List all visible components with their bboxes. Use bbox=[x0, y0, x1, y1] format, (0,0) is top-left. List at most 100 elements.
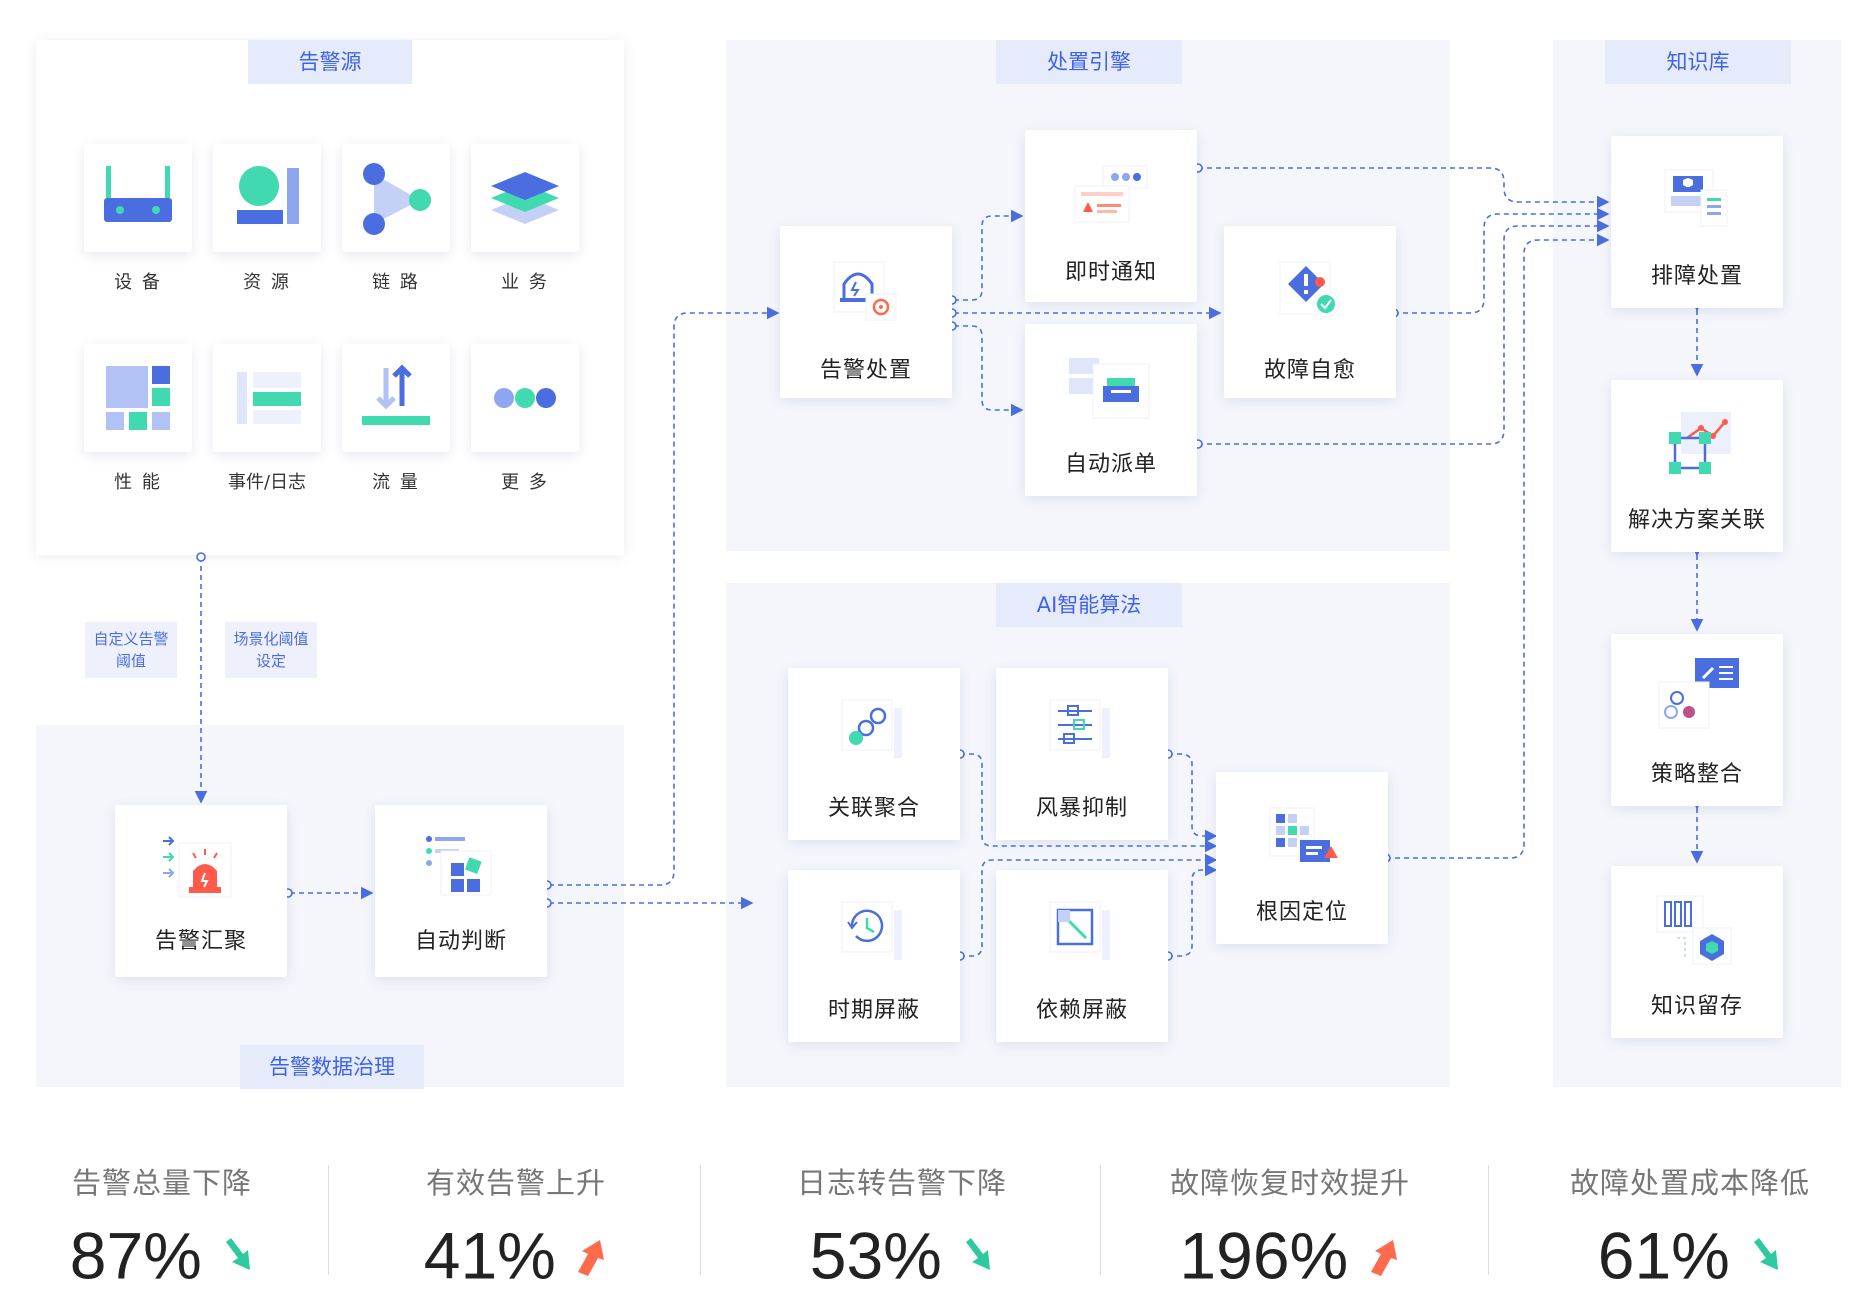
trend-up-icon bbox=[578, 1239, 605, 1276]
wire-correlate-to-rootcause bbox=[960, 753, 1218, 853]
source-device[interactable] bbox=[84, 144, 192, 252]
node-label: 自动派单 bbox=[1064, 452, 1157, 477]
stat-title: 故障处置成本降低 bbox=[1569, 1166, 1810, 1200]
wire-judge-to-handle bbox=[549, 306, 780, 886]
stat-effective-alarm: 有效告警上升 41% bbox=[366, 1160, 666, 1294]
stat-total-alarm: 告警总量下降 87% bbox=[12, 1160, 312, 1294]
divider bbox=[1100, 1165, 1101, 1275]
troubleshoot-icon bbox=[1664, 169, 1728, 227]
traffic-icon bbox=[362, 364, 430, 425]
stat-recovery: 故障恢复时效提升 196% bbox=[1140, 1160, 1440, 1294]
node-storm-suppress[interactable]: 风暴抑制 bbox=[996, 668, 1168, 840]
node-label: 解决方案关联 bbox=[1627, 508, 1766, 533]
wire-dispatch-to-kb bbox=[1198, 219, 1610, 445]
source-label: 性 能 bbox=[114, 472, 162, 493]
source-label: 资 源 bbox=[243, 272, 291, 293]
strategy-merge-icon bbox=[1658, 658, 1739, 729]
period-mask-icon bbox=[841, 901, 902, 960]
wire-notify-to-kb bbox=[1198, 167, 1610, 209]
stat-title: 故障恢复时效提升 bbox=[1169, 1166, 1410, 1200]
wire-handle-to-dispatch bbox=[954, 325, 1024, 417]
stat-log-to-alarm: 日志转告警下降 53% bbox=[752, 1160, 1052, 1294]
node-solution-link[interactable]: 解决方案关联 bbox=[1611, 380, 1783, 552]
node-troubleshoot[interactable]: 排障处置 bbox=[1611, 136, 1783, 308]
node-dependency-mask[interactable]: 依赖屏蔽 bbox=[996, 870, 1168, 1042]
wire-storm-to-rootcause bbox=[1168, 753, 1218, 843]
node-period-mask[interactable]: 时期屏蔽 bbox=[788, 870, 960, 1042]
node-alarm-handle[interactable]: 告警处置 bbox=[780, 226, 952, 398]
divider bbox=[328, 1165, 329, 1275]
dependency-mask-icon bbox=[1049, 901, 1110, 960]
self-heal-icon bbox=[1279, 261, 1340, 318]
source-label: 事件/日志 bbox=[227, 472, 307, 493]
ai-title: AI智能算法 bbox=[996, 583, 1182, 627]
stat-title: 日志转告警下降 bbox=[796, 1166, 1007, 1200]
trend-down-icon bbox=[966, 1237, 991, 1270]
trend-up-icon bbox=[1370, 1239, 1397, 1276]
node-label: 策略整合 bbox=[1650, 762, 1743, 787]
source-performance[interactable] bbox=[84, 344, 192, 452]
link-icon bbox=[363, 163, 431, 235]
storm-suppress-icon bbox=[1049, 699, 1110, 758]
alarm-source-panel bbox=[36, 40, 624, 555]
stat-value: 87% bbox=[69, 1218, 202, 1293]
source-label: 更 多 bbox=[501, 472, 549, 493]
wire-selfheal-to-kb bbox=[1394, 207, 1610, 314]
source-resource[interactable] bbox=[213, 144, 321, 252]
source-label: 业 务 bbox=[501, 272, 549, 293]
node-label: 知识留存 bbox=[1650, 994, 1743, 1019]
more-icon bbox=[494, 388, 556, 408]
node-label: 风暴抑制 bbox=[1035, 796, 1128, 821]
stat-title: 有效告警上升 bbox=[425, 1166, 606, 1200]
node-auto-dispatch[interactable]: 自动派单 bbox=[1025, 324, 1197, 496]
source-traffic[interactable] bbox=[342, 344, 450, 452]
stat-cost: 故障处置成本降低 61% bbox=[1540, 1160, 1840, 1294]
knowledge-retain-icon bbox=[1656, 895, 1732, 965]
source-label: 设 备 bbox=[114, 272, 162, 293]
node-alarm-aggregate[interactable]: 告警汇聚 bbox=[115, 805, 287, 977]
custom-threshold-note: 自定义告警阈值 bbox=[85, 622, 177, 678]
root-cause-icon bbox=[1269, 807, 1338, 862]
stat-value: 196% bbox=[1179, 1218, 1349, 1293]
wire-period-to-rootcause bbox=[960, 853, 1218, 957]
source-business[interactable] bbox=[471, 144, 579, 252]
scene-threshold-note: 场景化阈值设定 bbox=[225, 622, 317, 678]
stat-value: 61% bbox=[1597, 1218, 1730, 1293]
node-self-heal[interactable]: 故障自愈 bbox=[1224, 226, 1396, 398]
source-event-log[interactable] bbox=[213, 344, 321, 452]
alarm-handle-icon bbox=[833, 261, 897, 321]
node-label: 告警汇聚 bbox=[154, 929, 247, 954]
alarm-siren-icon bbox=[163, 836, 232, 898]
trend-down-icon bbox=[1754, 1237, 1779, 1270]
governance-title: 告警数据治理 bbox=[240, 1045, 424, 1089]
source-link[interactable] bbox=[342, 144, 450, 252]
performance-icon bbox=[106, 366, 170, 430]
layers-icon bbox=[491, 172, 559, 224]
node-label: 告警处置 bbox=[819, 358, 912, 383]
source-label: 链 路 bbox=[372, 272, 420, 293]
node-label: 时期屏蔽 bbox=[827, 998, 920, 1023]
stat-value: 41% bbox=[423, 1218, 556, 1293]
node-knowledge-retain[interactable]: 知识留存 bbox=[1611, 866, 1783, 1038]
knowledge-title: 知识库 bbox=[1605, 40, 1791, 84]
node-root-cause[interactable]: 根因定位 bbox=[1216, 772, 1388, 944]
node-label: 依赖屏蔽 bbox=[1035, 998, 1128, 1023]
dispatch-icon bbox=[1069, 358, 1150, 419]
node-label: 自动判断 bbox=[414, 929, 507, 954]
source-more[interactable] bbox=[471, 344, 579, 452]
node-correlate[interactable]: 关联聚合 bbox=[788, 668, 960, 840]
engine-title: 处置引擎 bbox=[996, 40, 1182, 84]
node-instant-notify[interactable]: 即时通知 bbox=[1025, 130, 1197, 302]
stat-value: 53% bbox=[809, 1218, 942, 1293]
alarm-source-title: 告警源 bbox=[248, 40, 412, 84]
source-label: 流 量 bbox=[372, 472, 420, 493]
node-label: 故障自愈 bbox=[1263, 358, 1356, 383]
wire-dep-to-rootcause bbox=[1168, 863, 1218, 957]
node-strategy-merge[interactable]: 策略整合 bbox=[1611, 634, 1783, 806]
divider bbox=[1488, 1165, 1489, 1275]
wire-handle-to-notify bbox=[954, 209, 1024, 301]
node-auto-judge[interactable]: 自动判断 bbox=[375, 805, 547, 977]
stat-title: 告警总量下降 bbox=[71, 1166, 252, 1200]
event-log-icon bbox=[237, 372, 301, 424]
auto-judge-icon bbox=[426, 836, 492, 896]
